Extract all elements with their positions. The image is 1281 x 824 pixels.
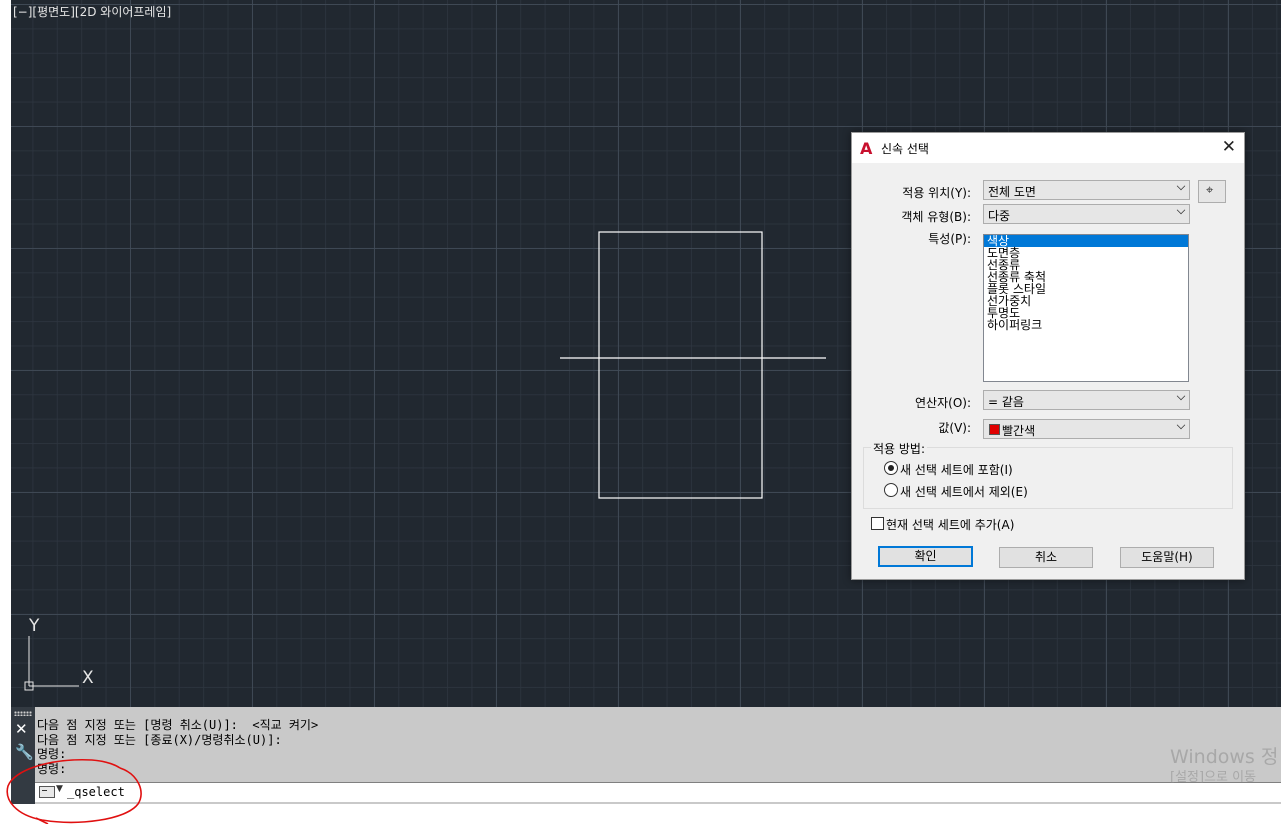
exclude-option-label[interactable]: 새 선택 세트에서 제외(E) <box>900 485 1028 499</box>
status-strip <box>0 804 1281 824</box>
how-to-apply-group <box>863 447 1233 509</box>
ucs-x-label: X <box>82 668 94 688</box>
color-swatch <box>989 424 1000 435</box>
command-input[interactable]: ▼ _qselect <box>35 782 1281 802</box>
ok-button[interactable]: 확인 <box>878 546 973 567</box>
select-objects-button[interactable]: ⌖ <box>1198 180 1226 203</box>
list-item[interactable]: 선종류 축척 <box>987 270 1047 284</box>
append-checkbox-label[interactable]: 현재 선택 세트에 추가(A) <box>886 518 1015 532</box>
drawing-canvas[interactable] <box>11 0 1281 707</box>
list-item[interactable]: 하이퍼링크 <box>987 318 1043 332</box>
how-to-apply-label: 적용 방법: <box>871 440 928 457</box>
chevron-down-icon <box>1176 420 1186 430</box>
ucs-icon <box>24 636 79 691</box>
object-type-select[interactable]: 다중 <box>983 204 1190 224</box>
windows-activation-watermark-sub: [설정]으로 이동 <box>1170 770 1257 785</box>
value-label: 값(V): <box>938 421 971 435</box>
command-line-window: ✕ 🔧 다음 점 지정 또는 [명령 취소(U)]: <직교 켜기>다음 점 지… <box>11 707 1281 804</box>
autocad-logo-icon: A <box>860 139 873 158</box>
chevron-down-icon[interactable]: ▼ <box>56 784 63 794</box>
object-type-value: 다중 <box>988 209 1011 223</box>
operator-select[interactable]: = 같음 <box>983 390 1190 410</box>
ucs-y-label: Y <box>29 616 40 636</box>
command-input-text[interactable]: _qselect <box>67 785 125 799</box>
chevron-down-icon <box>1176 205 1186 215</box>
close-icon[interactable]: ✕ <box>15 720 28 738</box>
value-value: 빨간색 <box>1002 424 1036 438</box>
dialog-title: 신속 선택 <box>881 142 929 156</box>
operator-value: = 같음 <box>988 395 1024 409</box>
apply-to-select[interactable]: 전체 도면 <box>983 180 1190 200</box>
command-history: 다음 점 지정 또는 [명령 취소(U)]: <직교 켜기>다음 점 지정 또는… <box>37 718 318 776</box>
windows-activation-watermark: Windows 정 <box>1170 746 1279 768</box>
list-item[interactable]: 플롯 스타일 <box>987 282 1047 296</box>
dialog-titlebar[interactable]: A 신속 선택 ✕ <box>852 133 1244 163</box>
apply-to-label: 적용 위치(Y): <box>902 186 971 200</box>
properties-list[interactable]: 색상 도면층 선종류 선종류 축척 플롯 스타일 선가중치 투명도 하이퍼링크 <box>983 234 1189 382</box>
viewport-label[interactable]: [−][평면도][2D 와이어프레임] <box>13 5 172 19</box>
value-select[interactable]: 빨간색 <box>983 419 1190 439</box>
history-line: 다음 점 지정 또는 [명령 취소(U)]: <직교 켜기> <box>37 718 319 732</box>
append-checkbox[interactable] <box>871 517 884 530</box>
list-item[interactable]: 선가중치 <box>987 294 1032 308</box>
include-option-label[interactable]: 새 선택 세트에 포함(I) <box>900 463 1013 477</box>
left-margin <box>0 0 11 707</box>
cancel-button[interactable]: 취소 <box>999 547 1093 568</box>
history-line: 명령: <box>37 761 67 776</box>
command-prompt-icon[interactable] <box>39 786 55 798</box>
quick-select-dialog: A 신속 선택 ✕ 적용 위치(Y): 전체 도면 ⌖ 객체 유형(B): 다중… <box>851 132 1245 580</box>
chevron-down-icon <box>1176 391 1186 401</box>
list-item[interactable]: 선종류 <box>987 258 1021 272</box>
chevron-down-icon <box>1176 181 1186 191</box>
crosshair-icon: ⌖ <box>1206 183 1214 198</box>
command-line-sidebar: ✕ 🔧 <box>11 707 35 804</box>
wrench-icon[interactable]: 🔧 <box>15 743 34 761</box>
help-button[interactable]: 도움말(H) <box>1120 547 1214 568</box>
close-icon[interactable]: ✕ <box>1221 137 1236 157</box>
history-line: 다음 점 지정 또는 [종료(X)/명령취소(U)]: <box>37 732 282 747</box>
object-type-label: 객체 유형(B): <box>901 210 971 224</box>
operator-label: 연산자(O): <box>915 396 971 410</box>
list-item[interactable]: 색상 <box>984 235 1188 247</box>
drag-grip-icon[interactable] <box>14 711 32 716</box>
properties-label: 특성(P): <box>928 232 971 246</box>
list-item[interactable]: 도면층 <box>987 246 1021 260</box>
history-line: 명령: <box>37 747 67 761</box>
apply-to-value: 전체 도면 <box>988 185 1036 199</box>
list-item[interactable]: 투명도 <box>987 306 1021 320</box>
exclude-radio[interactable] <box>884 483 898 497</box>
include-radio[interactable] <box>884 461 898 475</box>
rectangle-entity[interactable] <box>598 231 763 499</box>
